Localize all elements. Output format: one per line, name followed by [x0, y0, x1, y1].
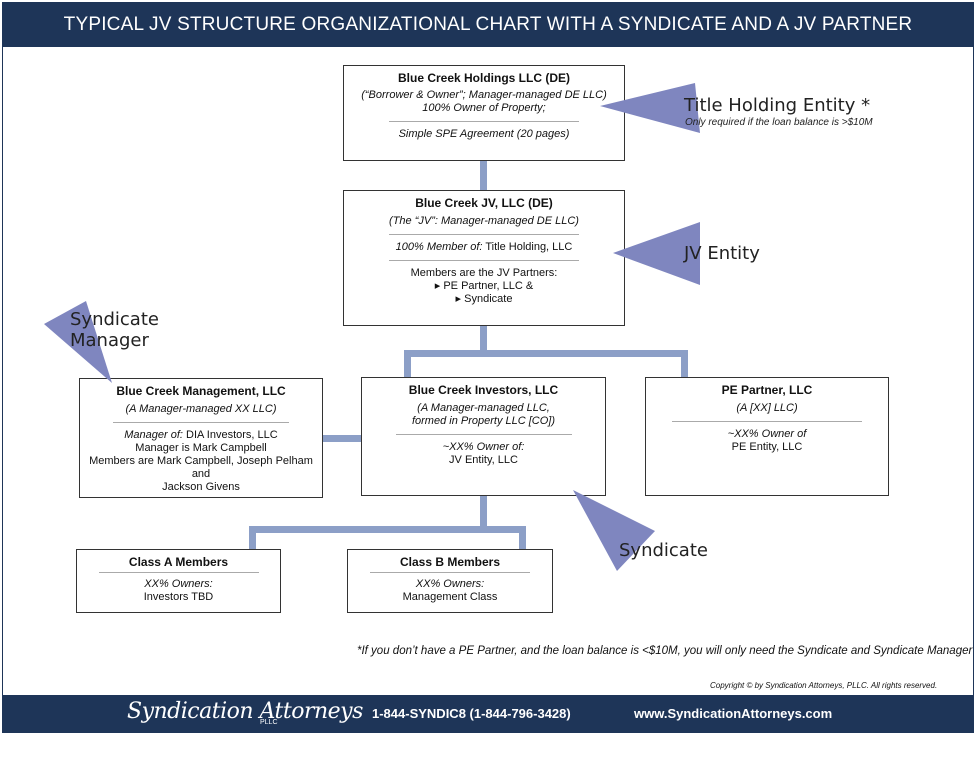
pe-line1: (A [XX] LLC): [736, 402, 798, 414]
jv-title: Blue Creek JV, LLC (DE): [415, 196, 553, 210]
class-b-line2: Management Class: [402, 591, 498, 603]
jv-entity-pointer-icon: [613, 222, 700, 285]
connector-investors-down: [480, 495, 487, 527]
connector-class-a-drop: [249, 526, 256, 550]
holdings-line3: Simple SPE Agreement (20 pages): [398, 128, 570, 140]
management-box: Blue Creek Management, LLC (A Manager-ma…: [79, 378, 323, 498]
investors-line4: JV Entity, LLC: [449, 454, 518, 466]
management-manager-of: Manager of: DIA Investors, LLC: [80, 429, 322, 442]
copyright: Copyright © by Syndication Attorneys, PL…: [710, 681, 938, 690]
title-holding-label-text: Title Holding Entity: [684, 95, 856, 116]
connector-management-investors: [322, 435, 362, 442]
footer-website: www.SyndicationAttorneys.com: [634, 706, 833, 721]
management-line1: (A Manager-managed XX LLC): [125, 403, 277, 415]
connector-jv-down: [480, 325, 487, 353]
class-b-box: Class B Members XX% Owners: Management C…: [347, 549, 553, 613]
jv-entity-label: JV Entity: [684, 243, 760, 264]
title-holding-label: Title Holding Entity *: [684, 95, 870, 116]
management-line2: Manager is Mark Campbell: [135, 442, 267, 454]
pe-divider: [672, 421, 862, 422]
footer-phone: 1-844-SYNDIC8 (1-844-796-3428): [372, 706, 571, 721]
footer-logo: Syndication Attorneys: [127, 699, 363, 724]
title-holding-star: *: [861, 95, 871, 116]
jv-members-heading: Members are the JV Partners:: [410, 267, 558, 279]
jv-member-1: ▸ PE Partner, LLC &: [434, 280, 534, 292]
holdings-box: Blue Creek Holdings LLC (DE) (“Borrower …: [343, 65, 625, 161]
connector-right-drop: [681, 350, 688, 379]
investors-line1: (A Manager-managed LLC,: [417, 402, 550, 414]
syndicate-pointer-icon: [573, 490, 655, 571]
syndicate-manager-label-line1: Syndicate: [70, 309, 159, 330]
holdings-line1: (“Borrower & Owner”; Manager-managed DE …: [361, 89, 607, 101]
class-a-line1: XX% Owners:: [144, 578, 213, 590]
investors-line3: ~XX% Owner of:: [442, 441, 525, 453]
jv-divider-2: [389, 260, 579, 261]
pe-title: PE Partner, LLC: [721, 383, 813, 397]
page-title: TYPICAL JV STRUCTURE ORGANIZATIONAL CHAR…: [2, 2, 974, 47]
title-holding-pointer-icon: [600, 83, 700, 133]
connector-class-bar: [249, 526, 526, 533]
class-a-box: Class A Members XX% Owners: Investors TB…: [76, 549, 281, 613]
holdings-divider: [389, 121, 579, 122]
investors-box: Blue Creek Investors, LLC (A Manager-man…: [361, 377, 606, 496]
investors-title: Blue Creek Investors, LLC: [408, 383, 559, 397]
holdings-line2: 100% Owner of Property;: [422, 102, 546, 114]
footnote: *If you don’t have a PE Partner, and the…: [357, 645, 973, 657]
class-b-title: Class B Members: [399, 555, 501, 569]
management-line4: Jackson Givens: [162, 481, 240, 493]
title-holding-sublabel: Only required if the loan balance is >$1…: [685, 117, 873, 128]
management-line3: Members are Mark Campbell, Joseph Pelham…: [89, 455, 313, 480]
connector-left-drop: [404, 350, 411, 379]
syndicate-manager-pointer-icon: [44, 301, 112, 383]
connector-jv-bar: [404, 350, 688, 357]
footer-logo-suffix: PLLC: [260, 719, 278, 726]
syndicate-manager-label: Syndicate Manager: [70, 309, 159, 351]
jv-box: Blue Creek JV, LLC (DE) (The “JV”: Manag…: [343, 190, 625, 326]
class-b-divider: [370, 572, 530, 573]
class-a-line2: Investors TBD: [143, 591, 214, 603]
class-b-line1: XX% Owners:: [415, 578, 485, 590]
holdings-title: Blue Creek Holdings LLC (DE): [397, 71, 570, 85]
jv-divider-1: [389, 234, 579, 235]
connector-holdings-jv: [480, 160, 487, 191]
footer-bar: Syndication Attorneys PLLC 1-844-SYNDIC8…: [2, 695, 974, 733]
jv-member-2: ▸ Syndicate: [455, 293, 513, 305]
management-manager-of-prefix: Manager of:: [124, 429, 183, 441]
class-a-title: Class A Members: [128, 555, 229, 569]
jv-member-of-value: Title Holding, LLC: [485, 241, 573, 253]
pe-line2: ~XX% Owner of: [727, 428, 807, 440]
investors-line2: formed in Property LLC [CO]): [411, 415, 556, 427]
management-manager-of-value: DIA Investors, LLC: [186, 429, 278, 441]
jv-member-of-prefix: 100% Member of:: [395, 241, 483, 253]
syndicate-manager-label-line2: Manager: [70, 330, 149, 351]
syndicate-label: Syndicate: [619, 540, 708, 561]
management-divider: [113, 422, 289, 423]
jv-line1: (The “JV”: Manager-managed DE LLC): [389, 215, 579, 227]
jv-member-of: 100% Member of: Title Holding, LLC: [344, 241, 624, 254]
class-a-divider: [98, 572, 259, 573]
connector-class-b-drop: [519, 526, 526, 550]
management-title: Blue Creek Management, LLC: [116, 384, 286, 398]
pe-line3: PE Entity, LLC: [731, 441, 803, 453]
investors-divider: [395, 434, 572, 435]
pe-partner-box: PE Partner, LLC (A [XX] LLC) ~XX% Owner …: [645, 377, 889, 496]
